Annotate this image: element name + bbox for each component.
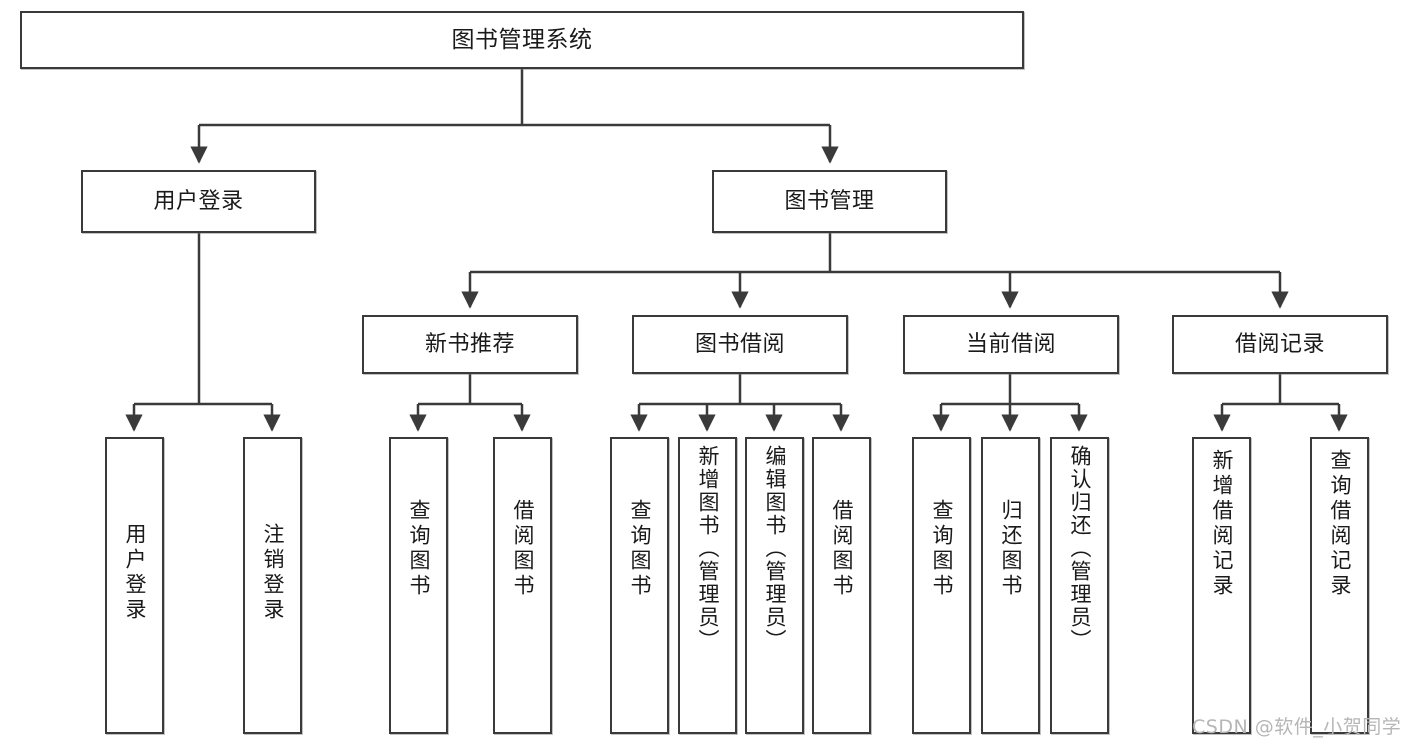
leaf-return-book[interactable]: 归还图书 bbox=[981, 437, 1040, 734]
node-label: 借阅图书 bbox=[830, 499, 854, 599]
node-user-login[interactable]: 用户登录 bbox=[81, 170, 316, 233]
node-label: 确认归还（管理员） bbox=[1068, 445, 1092, 652]
leaf-edit-book[interactable]: 编辑图书（管理员） bbox=[745, 437, 804, 734]
node-borrow-record[interactable]: 借阅记录 bbox=[1172, 315, 1388, 374]
leaf-logout-login[interactable]: 注销登录 bbox=[243, 437, 302, 734]
leaf-add-borrow-record[interactable]: 新增借阅记录 bbox=[1192, 437, 1251, 734]
node-label: 借阅记录 bbox=[1234, 331, 1325, 357]
node-label: 注销登录 bbox=[261, 523, 285, 623]
leaf-add-book[interactable]: 新增图书（管理员） bbox=[678, 437, 737, 734]
node-label: 新增图书（管理员） bbox=[696, 445, 720, 652]
node-book-management[interactable]: 图书管理 bbox=[712, 170, 947, 233]
leaf-query-book-recommend[interactable]: 查询图书 bbox=[389, 437, 448, 734]
node-label: 查询借阅记录 bbox=[1328, 449, 1352, 599]
node-label: 新书推荐 bbox=[424, 331, 515, 357]
leaf-confirm-return[interactable]: 确认归还（管理员） bbox=[1050, 437, 1109, 734]
node-label: 查询图书 bbox=[407, 499, 431, 599]
leaf-query-book-borrow[interactable]: 查询图书 bbox=[610, 437, 669, 734]
node-label: 图书管理 bbox=[784, 188, 875, 214]
node-label: 新增借阅记录 bbox=[1210, 449, 1234, 599]
node-label: 用户登录 bbox=[123, 523, 147, 623]
node-label: 用户登录 bbox=[153, 188, 244, 214]
node-label: 查询图书 bbox=[930, 499, 954, 599]
node-current-borrow[interactable]: 当前借阅 bbox=[903, 315, 1119, 374]
node-root-book-management-system[interactable]: 图书管理系统 bbox=[20, 11, 1024, 69]
node-label: 当前借阅 bbox=[965, 331, 1056, 357]
leaf-borrow-book[interactable]: 借阅图书 bbox=[812, 437, 871, 734]
node-label: 查询图书 bbox=[628, 499, 652, 599]
node-label: 图书借阅 bbox=[694, 331, 785, 357]
node-label: 编辑图书（管理员） bbox=[763, 445, 787, 652]
watermark-csdn: CSDN @软件_小贺同学 bbox=[1192, 716, 1402, 738]
node-label: 借阅图书 bbox=[511, 499, 535, 599]
leaf-user-login[interactable]: 用户登录 bbox=[105, 437, 164, 734]
leaf-query-book-current[interactable]: 查询图书 bbox=[912, 437, 971, 734]
leaf-borrow-book-recommend[interactable]: 借阅图书 bbox=[493, 437, 552, 734]
leaf-query-borrow-record[interactable]: 查询借阅记录 bbox=[1310, 437, 1369, 734]
node-book-borrow[interactable]: 图书借阅 bbox=[632, 315, 848, 374]
node-new-book-recommend[interactable]: 新书推荐 bbox=[362, 315, 578, 374]
node-label: 归还图书 bbox=[999, 499, 1023, 599]
node-label: 图书管理系统 bbox=[451, 26, 593, 53]
